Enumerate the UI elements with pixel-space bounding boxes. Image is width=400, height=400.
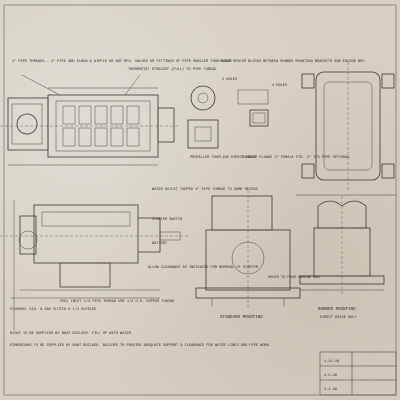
rubber-mount-plan <box>296 62 396 196</box>
rubber-mounting-caption: RUBBER MOUNTING <box>318 308 356 312</box>
starter-switch-label: STARTER SWITCH <box>152 218 182 222</box>
rubber-mounting-front-view <box>299 196 385 296</box>
exhaust-flange-note: EXHAUST FLANGE 2" FEMALE STD. 2" IPS PIP… <box>242 155 350 160</box>
title-block-row-2: 2-5-48 <box>324 374 337 378</box>
title-block-row-1: 1-12-48 <box>324 360 339 364</box>
allow-clearance-note: ALLOW CLEARANCE AS INDICATED FOR REMOVAL… <box>148 266 259 270</box>
rubber-mounting-subcaption: DIRECT DRIVE ONLY <box>320 316 358 320</box>
engine-side-elevation <box>0 200 190 330</box>
standard-mounting-front-view <box>195 190 301 310</box>
coupling-details <box>187 85 269 149</box>
bottom-left-note: RIGHT TO BE SUPPLIED BY BOAT BUILDER. FI… <box>10 332 133 336</box>
battery-label: BATTERY <box>152 242 168 246</box>
flywheel-note: FLYWHEEL DIA. & SAE CLUTCH 8 1/2 OUTSIDE <box>10 307 96 312</box>
fuel-inlet-note: FUEL INLET 1/4 PIPE THREAD USE 1/4 O.D. … <box>60 299 174 304</box>
title-block-row-3: 3-4-48 <box>324 388 337 392</box>
holes-2-note: 2 HOLES <box>222 78 237 82</box>
holes-engine-bed-note: HOLES TO PASS ENGINE BED <box>268 276 320 280</box>
title-block <box>319 351 397 396</box>
remarks-note: DIMENSIONS TO BE SUPPLIED BY BOAT BUILDE… <box>10 344 271 348</box>
spacer-blocks-note: PLACE SPACER BLOCKS BETWEEN RUBBER MOUNT… <box>220 60 365 64</box>
thermostat-note: THERMOSTAT STRAIGHT (FULL) TO PIPE THREA… <box>128 67 216 72</box>
holes-4-note: 4 HOLES <box>272 84 287 88</box>
engine-plan-view <box>0 74 180 166</box>
water-outlet-note: WATER OUTLET TAPPED 1" PIPE THREAD TO SA… <box>152 187 258 192</box>
propeller-coupling-note: PROPELLER COUPLING DIRECT DRIVE <box>190 156 257 160</box>
pipe-threads-note: 1" PIPE THREADS — 1" PIPE AND ELBOW & NI… <box>12 59 232 64</box>
standard-mounting-caption: STANDARD MOUNTING <box>220 316 263 320</box>
sheet-border <box>3 4 397 396</box>
